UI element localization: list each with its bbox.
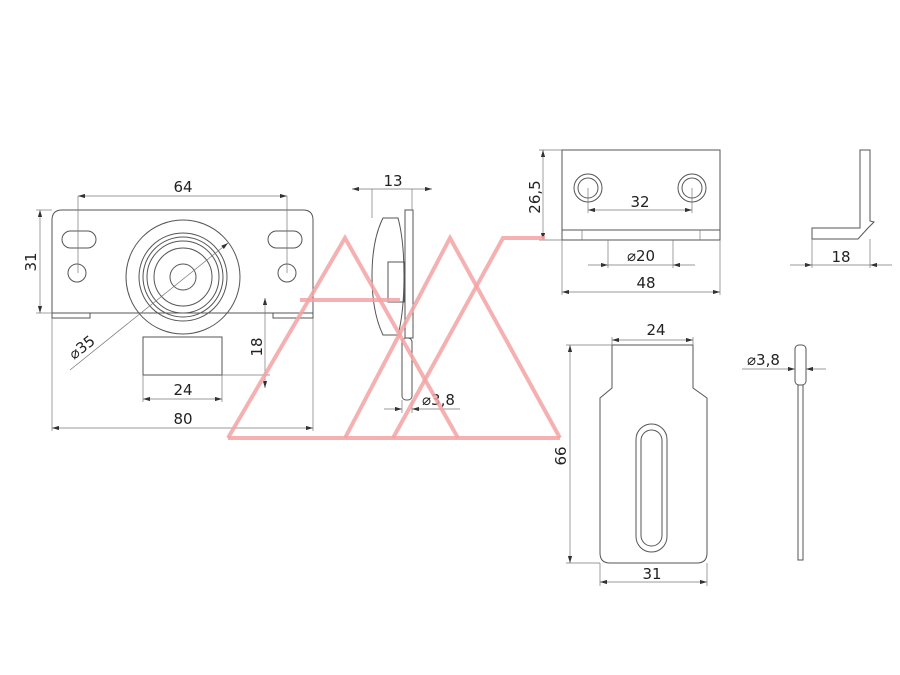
dim-bore-20: ⌀20 <box>627 247 655 265</box>
dim-depth-18: 18 <box>831 248 850 266</box>
dim-height-66: 66 <box>552 446 570 465</box>
dim-width-48: 48 <box>636 274 655 292</box>
watermark-logo <box>226 233 562 440</box>
plate-view: 24 66 31 <box>552 321 708 586</box>
bracket-side-view: 18 <box>790 149 892 268</box>
dim-width-31: 31 <box>642 565 661 583</box>
pin-view: ⌀3,8 <box>742 344 826 561</box>
dim-wheel-diameter-35: ⌀35 <box>65 332 98 363</box>
dim-width-80: 80 <box>173 410 192 428</box>
dim-tab-height-18: 18 <box>248 337 266 356</box>
dim-tab-width-24: 24 <box>173 381 192 399</box>
dim-hole-spacing-32: 32 <box>630 193 649 211</box>
bracket-front-view: 32 26,5 ⌀20 48 <box>526 149 721 295</box>
dim-height-26-5: 26,5 <box>526 180 544 213</box>
dim-tab-width-24b: 24 <box>646 321 665 339</box>
side-view: 13 ⌀3,8 <box>352 172 460 413</box>
front-view: 64 31 ⌀35 18 24 80 <box>22 178 314 431</box>
dim-thickness-13: 13 <box>383 172 402 190</box>
dim-hole-spacing-64: 64 <box>173 178 192 196</box>
dim-height-31: 31 <box>22 252 40 271</box>
dim-pin-diameter-3-8b: ⌀3,8 <box>747 351 780 369</box>
